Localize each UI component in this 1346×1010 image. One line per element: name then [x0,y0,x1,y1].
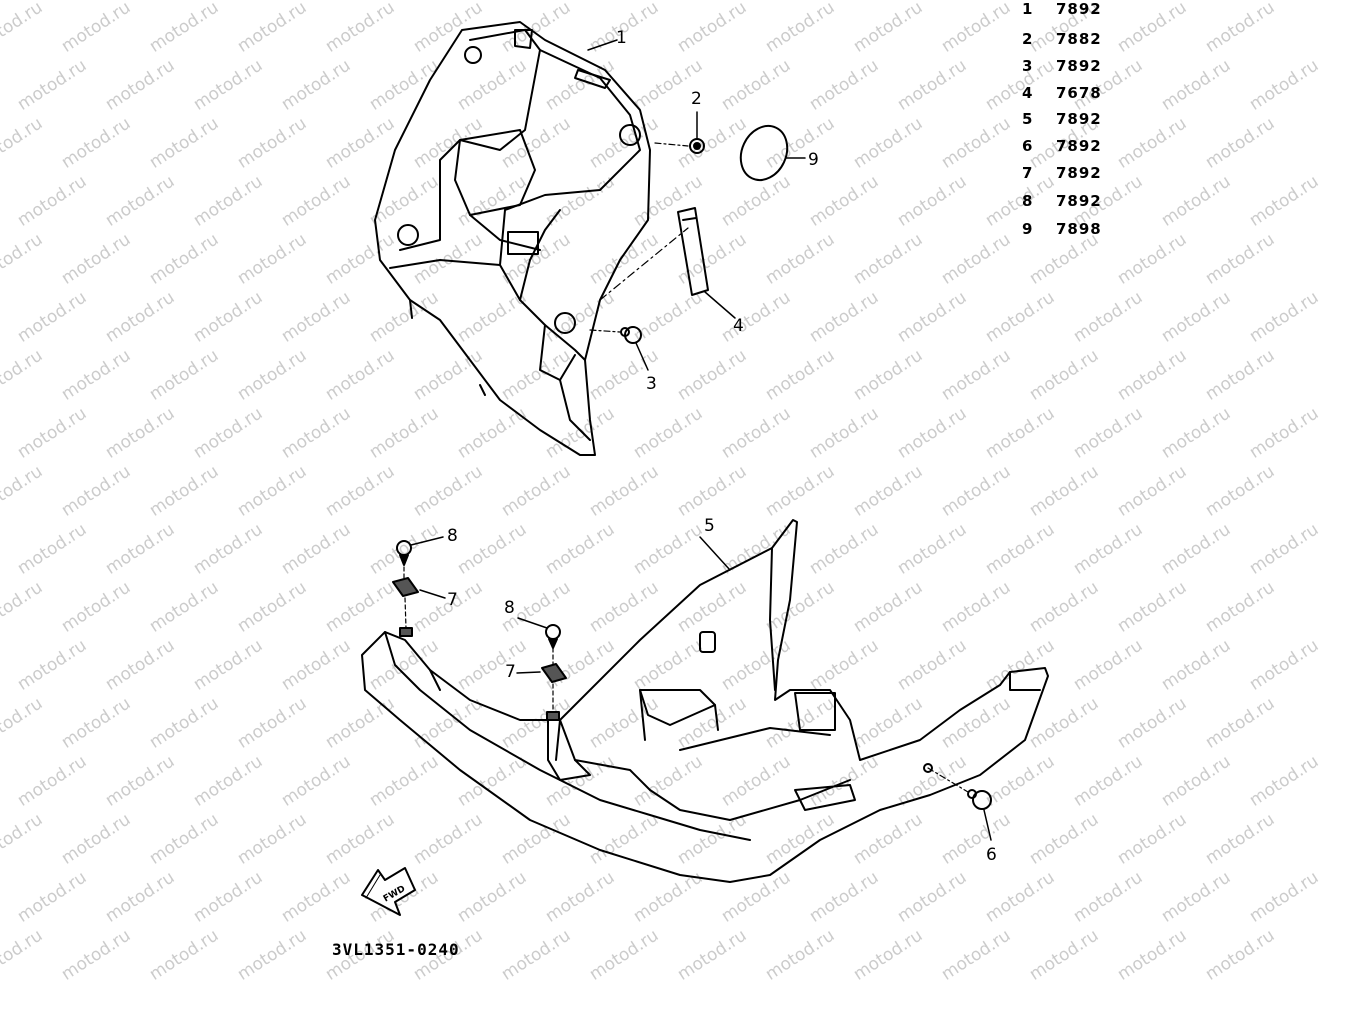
callout-6: 6 [986,845,997,865]
callout-5: 5 [704,516,715,536]
callout-1: 1 [616,28,627,48]
callout-2: 2 [691,89,702,109]
screw-part-3 [589,326,649,371]
callout-9: 9 [808,150,819,170]
callout-7-left: 7 [447,590,458,610]
callout-3: 3 [646,374,657,394]
callout-8-center: 8 [504,598,515,618]
callout-7-center: 7 [505,662,516,682]
plate-part-4 [599,207,736,319]
cap-part-9 [739,124,806,182]
clip-and-screw-center [516,617,567,721]
diagram-code: 3VL1351-0240 [332,940,460,959]
screw-part-6 [927,767,992,841]
front-leg-shield-part [374,21,651,456]
screw-part-2 [654,111,705,154]
clip-and-screw-left [392,536,446,637]
forward-arrow-icon [361,867,416,916]
callout-8-left: 8 [447,526,458,546]
footboard-part [361,519,1049,883]
callout-4: 4 [733,316,744,336]
